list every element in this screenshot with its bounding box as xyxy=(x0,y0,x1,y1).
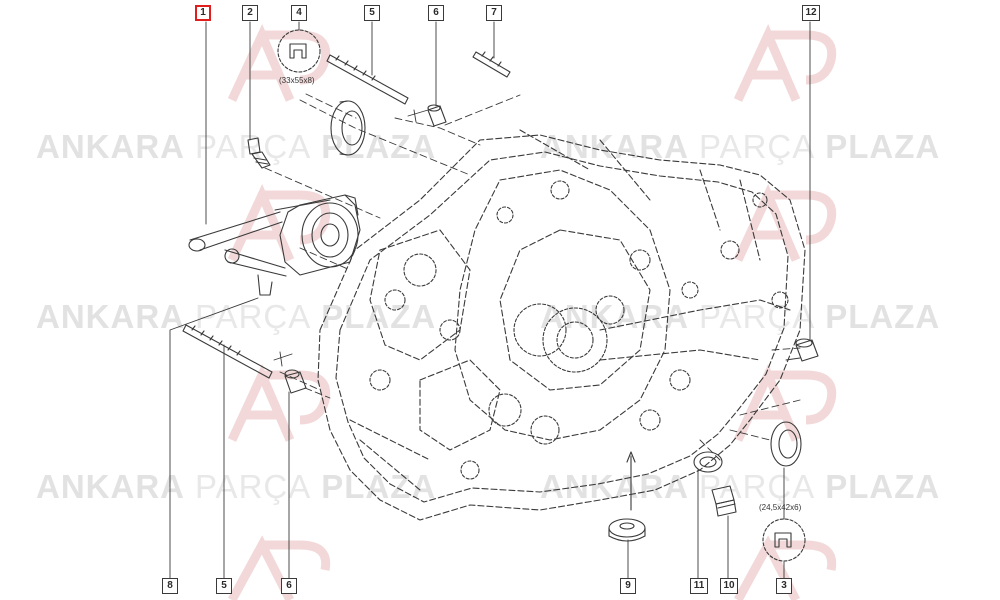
callout-part-5[interactable]: 5 xyxy=(364,5,380,21)
upper-seal-size-label: (33x55x8) xyxy=(279,76,315,85)
callout-part-4[interactable]: 4 xyxy=(291,5,307,21)
ring-spacer xyxy=(608,518,646,542)
callout-part-12[interactable]: 12 xyxy=(802,5,820,21)
watermark-logo xyxy=(227,363,331,442)
dimension-marks xyxy=(273,109,801,367)
right-dowel xyxy=(795,338,819,362)
leader-lines xyxy=(169,21,811,579)
lower-dowel xyxy=(284,369,307,394)
callout-part-6[interactable]: 6 xyxy=(281,578,297,594)
callout-part-3[interactable]: 3 xyxy=(776,578,792,594)
callout-part-7[interactable]: 7 xyxy=(486,5,502,21)
upper-stud xyxy=(326,54,409,105)
gearbox-housing xyxy=(317,129,806,521)
watermark-logo xyxy=(733,23,837,102)
watermark-logo xyxy=(228,535,331,600)
drain-plug xyxy=(711,485,737,517)
callout-part-11[interactable]: 11 xyxy=(690,578,708,594)
washer xyxy=(693,451,723,473)
seal-profile-icon xyxy=(762,518,806,562)
arrow-up-icon xyxy=(626,451,636,511)
lower-stud xyxy=(182,324,273,379)
clutch-slave-cylinder xyxy=(188,194,361,296)
callout-part-10[interactable]: 10 xyxy=(720,578,738,594)
bolt xyxy=(247,137,271,169)
watermark-logo xyxy=(733,183,837,262)
seal-profile-icon xyxy=(277,29,321,73)
upper-oil-seal xyxy=(330,100,366,156)
short-stud xyxy=(472,51,511,78)
lower-seal-size-label: (24,5x42x6) xyxy=(759,503,802,512)
callout-part-5[interactable]: 5 xyxy=(216,578,232,594)
housing-bosses xyxy=(369,180,789,480)
callout-part-8[interactable]: 8 xyxy=(162,578,178,594)
upper-dowel xyxy=(427,104,447,127)
watermark-logo xyxy=(227,23,331,102)
watermark-logo xyxy=(733,363,837,442)
callout-part-9[interactable]: 9 xyxy=(620,578,636,594)
callout-part-2[interactable]: 2 xyxy=(242,5,258,21)
assembly-axes xyxy=(264,93,801,461)
lower-oil-seal xyxy=(770,421,802,467)
callout-part-6[interactable]: 6 xyxy=(428,5,444,21)
callout-part-1[interactable]: 1 xyxy=(195,5,211,21)
